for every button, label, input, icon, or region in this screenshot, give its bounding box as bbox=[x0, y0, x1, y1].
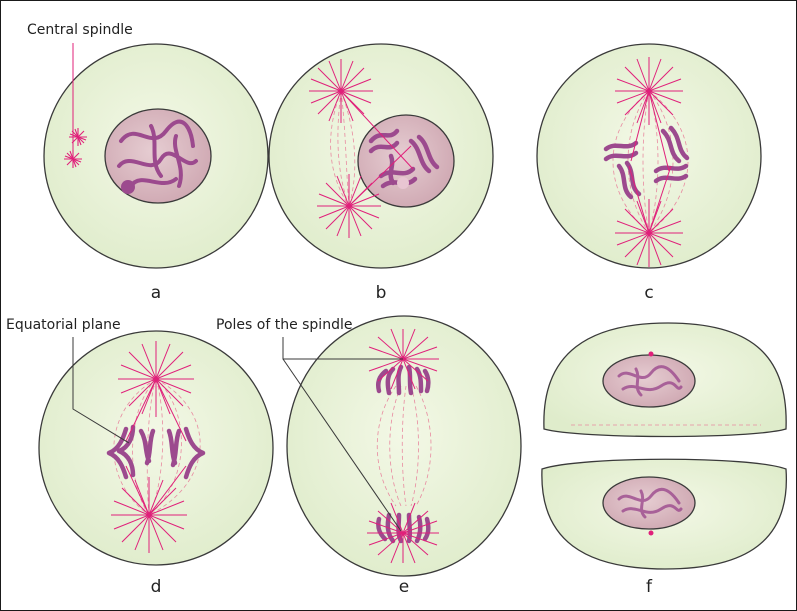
panel-letter-f: f bbox=[634, 577, 664, 597]
panel-e-cell bbox=[287, 316, 521, 576]
poles-of-the-spindle-label: Poles of the spindle bbox=[216, 317, 352, 333]
central-spindle-label: Central spindle bbox=[27, 22, 133, 38]
panel-f-upper-daughter-cell bbox=[544, 323, 786, 437]
panel-letter-b: b bbox=[366, 283, 396, 303]
panel-letter-a: a bbox=[141, 283, 171, 303]
panel-letter-d: d bbox=[141, 577, 171, 597]
equatorial-plane-label: Equatorial plane bbox=[6, 317, 121, 333]
panel-letter-e: e bbox=[389, 577, 419, 597]
panel-f-lower-daughter-cell bbox=[542, 459, 787, 569]
panel-letter-c: c bbox=[634, 283, 664, 303]
panel-a-nucleus bbox=[105, 109, 211, 203]
